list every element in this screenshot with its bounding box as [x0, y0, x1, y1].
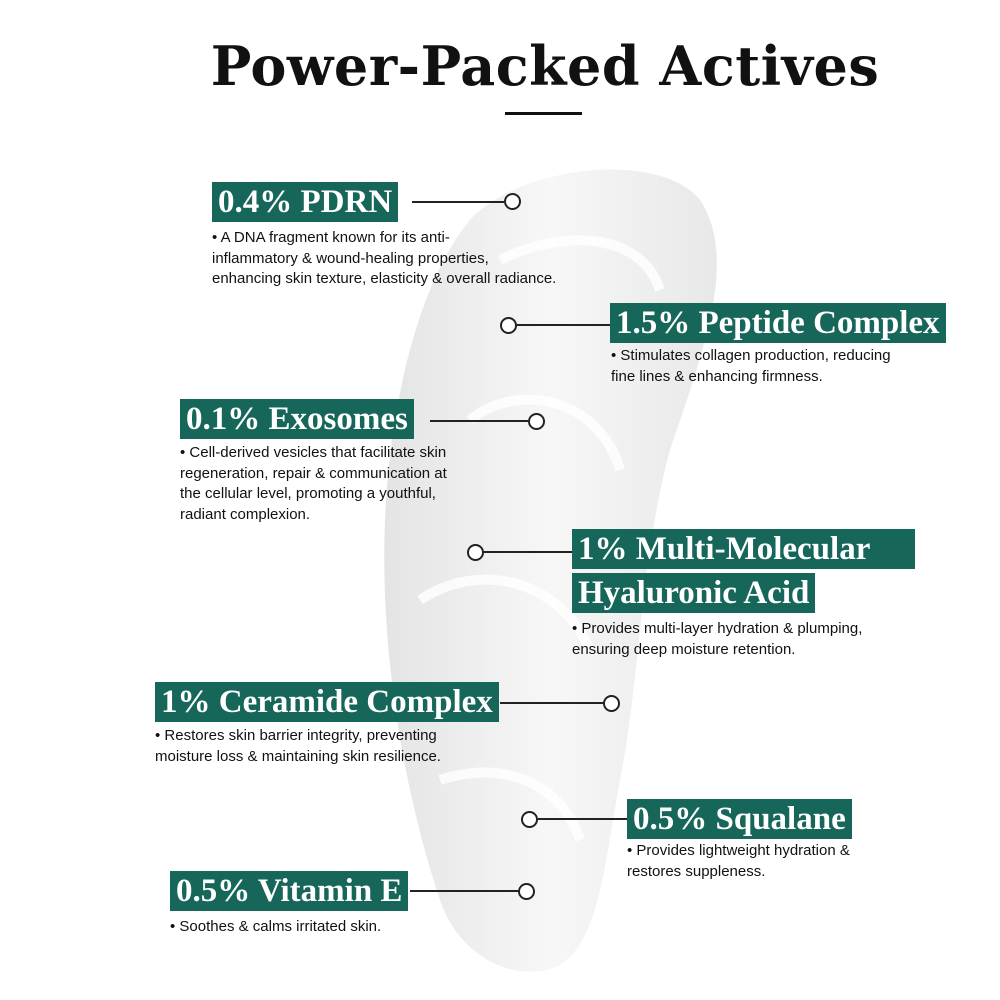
desc-line: regeneration, repair & communication at — [180, 464, 447, 482]
hyaluronic-label-line2: Hyaluronic Acid — [572, 573, 816, 613]
connector-line — [410, 890, 519, 892]
pdrn-label: 0.4% PDRN — [212, 182, 399, 222]
desc-line: the cellular level, promoting a youthful… — [180, 485, 436, 502]
connector-line — [412, 201, 504, 203]
peptide-description: • Stimulates collagen production, reduci… — [611, 346, 891, 387]
pointer-dot-icon — [528, 413, 545, 430]
connector-line — [500, 702, 604, 704]
desc-line: radiant complexion. — [180, 505, 311, 523]
pointer-dot-icon — [467, 544, 484, 561]
desc-line: moisture loss & maintaining skin resilie… — [155, 747, 441, 765]
desc-line: ensuring deep moisture retention. — [572, 640, 796, 658]
pointer-dot-icon — [521, 811, 538, 828]
hyaluronic-description: • Provides multi-layer hydration & plump… — [572, 619, 862, 660]
desc-line: fine lines & enhancing firmness. — [611, 367, 823, 385]
exosomes-label: 0.1% Exosomes — [180, 399, 414, 439]
connector-line — [538, 818, 627, 820]
desc-line: • A DNA fragment known for its anti- — [212, 229, 450, 246]
pdrn-description: • A DNA fragment known for its anti-infl… — [212, 228, 556, 290]
pointer-dot-icon — [500, 317, 517, 334]
connector-line — [484, 551, 572, 553]
hyaluronic-label-line1: 1% Multi-Molecular — [572, 529, 915, 569]
pointer-dot-icon — [603, 695, 620, 712]
desc-line: • Provides multi-layer hydration & plump… — [572, 620, 863, 637]
desc-line: enhancing skin texture, elasticity & ove… — [212, 270, 557, 287]
connector-line — [430, 420, 528, 422]
squalane-description: • Provides lightweight hydration & restor… — [627, 841, 850, 882]
exosomes-description: • Cell-derived vesicles that facilitate … — [180, 443, 447, 525]
pointer-dot-icon — [504, 193, 521, 210]
pointer-dot-icon — [518, 883, 535, 900]
desc-line: • Stimulates collagen production, reduci… — [611, 347, 891, 364]
ceramide-description: • Restores skin barrier integrity, preve… — [155, 726, 441, 767]
desc-line: inflammatory & wound-healing properties, — [212, 249, 489, 267]
desc-line: • Soothes & calms irritated skin. — [170, 918, 382, 935]
peptide-label: 1.5% Peptide Complex — [610, 303, 946, 343]
page-title: Power-Packed Actives — [210, 34, 880, 98]
squalane-label: 0.5% Squalane — [627, 799, 852, 839]
connector-line — [517, 324, 610, 326]
ceramide-label: 1% Ceramide Complex — [155, 682, 499, 722]
desc-line: • Provides lightweight hydration & — [627, 842, 850, 859]
desc-line: restores suppleness. — [627, 862, 766, 880]
title-underline — [505, 112, 582, 115]
vitamin-e-description: • Soothes & calms irritated skin. — [170, 917, 381, 938]
desc-line: • Cell-derived vesicles that facilitate … — [180, 444, 447, 461]
vitamin-e-label: 0.5% Vitamin E — [170, 871, 409, 911]
desc-line: • Restores skin barrier integrity, preve… — [155, 727, 437, 744]
